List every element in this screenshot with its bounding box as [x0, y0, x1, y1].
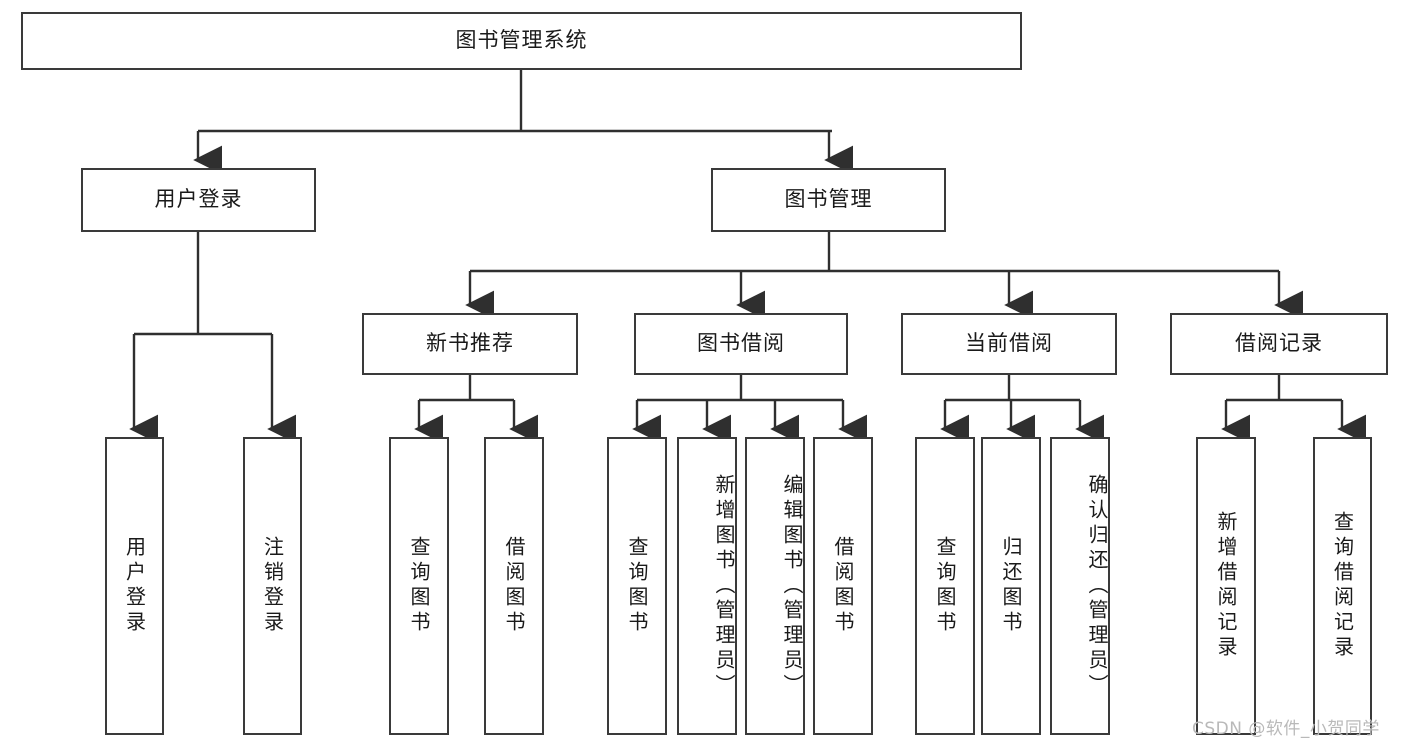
node-book-borrow-label: 图书借阅 [697, 331, 785, 356]
node-book-management[interactable]: 图书管理 [711, 168, 946, 232]
leaf-borrow-add-book-admin[interactable]: 新增图书（管理员） [677, 437, 737, 735]
leaf-label: 借阅图书 [502, 536, 526, 636]
leaf-user-login-login[interactable]: 用户登录 [105, 437, 164, 735]
leaf-label: 确认归还（管理员） [1085, 473, 1109, 699]
node-current-borrow-label: 当前借阅 [965, 331, 1053, 356]
leaf-record-add-record[interactable]: 新增借阅记录 [1196, 437, 1256, 735]
node-root-system[interactable]: 图书管理系统 [21, 12, 1022, 70]
leaf-label: 新增图书（管理员） [712, 473, 736, 699]
node-user-login-label: 用户登录 [154, 187, 243, 212]
node-new-book-recommend[interactable]: 新书推荐 [362, 313, 578, 375]
leaf-new-book-borrow[interactable]: 借阅图书 [484, 437, 544, 735]
node-book-borrow[interactable]: 图书借阅 [634, 313, 848, 375]
leaf-label: 编辑图书（管理员） [780, 473, 804, 699]
leaf-current-confirm-return-admin[interactable]: 确认归还（管理员） [1050, 437, 1110, 735]
leaf-label: 用户登录 [122, 536, 147, 636]
leaf-label: 查询图书 [407, 536, 431, 636]
node-borrow-record[interactable]: 借阅记录 [1170, 313, 1388, 375]
leaf-current-query-book[interactable]: 查询图书 [915, 437, 975, 735]
node-user-login[interactable]: 用户登录 [81, 168, 316, 232]
leaf-label: 注销登录 [260, 536, 285, 636]
node-book-management-label: 图书管理 [784, 187, 873, 212]
leaf-label: 归还图书 [999, 536, 1023, 636]
leaf-new-book-query[interactable]: 查询图书 [389, 437, 449, 735]
node-current-borrow[interactable]: 当前借阅 [901, 313, 1117, 375]
leaf-label: 新增借阅记录 [1214, 511, 1238, 661]
watermark-text: CSDN @软件_小贺同学 [1192, 719, 1380, 739]
node-new-book-recommend-label: 新书推荐 [426, 331, 514, 356]
leaf-label: 查询图书 [933, 536, 957, 636]
leaf-label: 查询图书 [625, 536, 649, 636]
leaf-borrow-query-book[interactable]: 查询图书 [607, 437, 667, 735]
leaf-record-query-record[interactable]: 查询借阅记录 [1313, 437, 1372, 735]
node-borrow-record-label: 借阅记录 [1235, 331, 1323, 356]
leaf-label: 查询借阅记录 [1330, 511, 1355, 661]
node-root-system-label: 图书管理系统 [455, 28, 588, 53]
leaf-current-return-book[interactable]: 归还图书 [981, 437, 1041, 735]
leaf-user-login-logout[interactable]: 注销登录 [243, 437, 302, 735]
leaf-borrow-borrow-book[interactable]: 借阅图书 [813, 437, 873, 735]
leaf-label: 借阅图书 [831, 536, 855, 636]
leaf-borrow-edit-book-admin[interactable]: 编辑图书（管理员） [745, 437, 805, 735]
